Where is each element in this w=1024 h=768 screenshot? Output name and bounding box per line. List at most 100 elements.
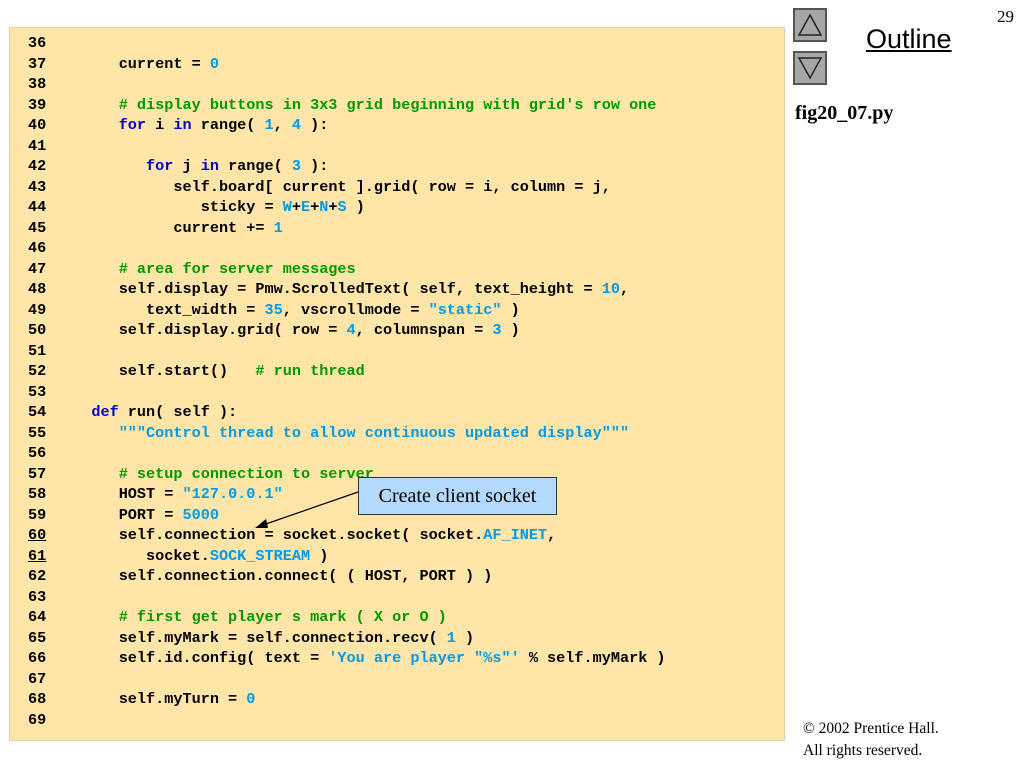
code-token: W [282, 198, 292, 216]
code-line: 62 self.connection.connect( ( HOST, PORT… [28, 566, 666, 587]
code-token: "127.0.0.1" [182, 485, 283, 503]
line-number: 40 [28, 116, 47, 134]
line-number: 39 [28, 95, 47, 114]
code-token: self.start() [118, 362, 256, 380]
code-line: 58 HOST = "127.0.0.1" [28, 484, 666, 505]
code-token: 4 [291, 116, 302, 134]
code-token: E [301, 198, 311, 216]
code-token: HOST = [118, 485, 183, 503]
code-line: 65 self.myMark = self.connection.recv( 1… [28, 628, 666, 649]
line-number: 55 [28, 423, 47, 442]
line-number: 60 [28, 526, 47, 544]
code-line: 49 text_width = 35, vscrollmode = "stati… [28, 300, 666, 321]
code-line: 55 """Control thread to allow continuous… [28, 423, 666, 444]
code-token: ) [501, 321, 520, 339]
code-token: AF_INET [483, 526, 548, 544]
code-token: self.id.config( text = [118, 649, 329, 667]
code-line: 45 current += 1 [28, 218, 666, 239]
code-line: 47 # area for server messages [28, 259, 666, 280]
code-line: 48 self.display = Pmw.ScrolledText( self… [28, 279, 666, 300]
code-token: i [146, 116, 174, 134]
code-token: , vscrollmode = [282, 300, 429, 319]
code-token: 1 [264, 116, 274, 134]
code-line: 68 self.myTurn = 0 [28, 689, 666, 710]
code-token: # run thread [255, 362, 365, 380]
code-line: 52 self.start() # run thread [28, 361, 666, 382]
code-token: self.display = Pmw.ScrolledText( self, t… [118, 280, 602, 298]
copyright-notice: © 2002 Prentice Hall. All rights reserve… [803, 718, 939, 762]
code-token: 5000 [182, 505, 219, 524]
code-token: S [337, 198, 347, 216]
line-number: 67 [28, 669, 47, 688]
line-number: 65 [28, 628, 47, 647]
code-token: 1 [273, 218, 283, 237]
code-token: ): [301, 116, 329, 134]
code-token: 0 [246, 690, 256, 708]
line-number: 46 [28, 239, 47, 257]
code-token: + [291, 198, 301, 216]
line-number: 61 [28, 546, 47, 565]
line-number: 58 [28, 485, 47, 503]
code-line: 40 for i in range( 1, 4 ): [28, 115, 666, 136]
code-token: + [328, 198, 338, 216]
line-number: 57 [28, 464, 47, 483]
code-line: 50 self.display.grid( row = 4, columnspa… [28, 320, 666, 341]
copyright-line-1: © 2002 Prentice Hall. [803, 720, 939, 737]
previous-slide-button[interactable] [793, 8, 827, 42]
line-number: 44 [28, 198, 47, 216]
code-line: 69 [28, 710, 666, 731]
code-token: 'You are player "%s"' [328, 649, 520, 667]
next-slide-button[interactable] [793, 51, 827, 85]
copyright-line-2: All rights reserved. [803, 742, 923, 759]
code-token: in [173, 116, 192, 134]
code-token: ): [301, 157, 329, 175]
triangle-up-icon [797, 13, 823, 36]
code-token: 1 [446, 628, 456, 647]
code-token: run( self ): [118, 403, 238, 421]
code-token: "static" [428, 300, 502, 319]
line-number: 42 [28, 157, 47, 175]
code-token: text_width = [146, 300, 265, 319]
code-line: 46 [28, 238, 666, 259]
code-token: ) [346, 198, 365, 216]
code-token: 3 [291, 157, 301, 175]
code-token: for [146, 157, 174, 175]
code-token: 0 [209, 54, 219, 73]
outline-link[interactable]: Outline [866, 24, 952, 54]
code-token: current = [118, 54, 210, 73]
code-token: 10 [601, 280, 620, 298]
line-number: 47 [28, 259, 47, 278]
code-line: 43 self.board[ current ].grid( row = i, … [28, 177, 666, 198]
line-number: 68 [28, 690, 47, 708]
code-line: 42 for j in range( 3 ): [28, 156, 666, 177]
line-number: 59 [28, 505, 47, 524]
code-line: 67 [28, 669, 666, 690]
line-number: 56 [28, 444, 47, 462]
code-line: 37 current = 0 [28, 54, 666, 75]
code-token: sticky = [200, 198, 283, 216]
line-number: 45 [28, 218, 47, 237]
code-token: def [91, 403, 119, 421]
code-line: 63 [28, 587, 666, 608]
line-number: 38 [28, 75, 47, 93]
triangle-down-icon [797, 57, 823, 80]
code-token: for [118, 116, 147, 134]
code-line: 54 def run( self ): [28, 402, 666, 423]
line-number: 51 [28, 341, 47, 360]
code-token: , [273, 116, 292, 134]
code-token: , [619, 280, 630, 298]
code-token: self.connection.connect( ( HOST, PORT ) … [118, 567, 493, 585]
code-line: 60 self.connection = socket.socket( sock… [28, 525, 666, 546]
line-number: 37 [28, 54, 47, 73]
code-line: 61 socket.SOCK_STREAM ) [28, 546, 666, 567]
code-line: 36 [28, 33, 666, 54]
code-token: ) [501, 300, 520, 319]
code-line: 41 [28, 136, 666, 157]
code-line: 51 [28, 341, 666, 362]
code-token: SOCK_STREAM [209, 546, 311, 565]
code-line: 59 PORT = 5000 [28, 505, 666, 526]
code-token: range( [218, 157, 292, 175]
code-token: in [200, 157, 219, 175]
